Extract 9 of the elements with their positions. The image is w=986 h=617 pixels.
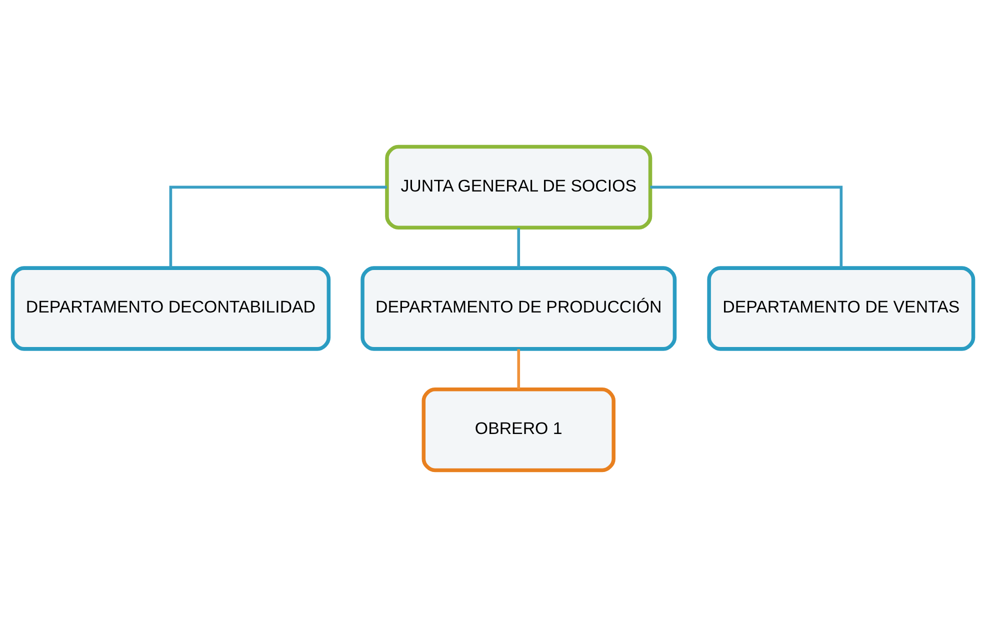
node-box: JUNTA GENERAL DE SOCIOS xyxy=(385,144,652,230)
node-box: DEPARTAMENTO DE VENTAS xyxy=(707,266,976,351)
node-box: DEPARTAMENTO DE PRODUCCIÓN xyxy=(360,266,677,351)
connector xyxy=(169,186,387,268)
node-box: DEPARTAMENTO DECONTABILIDAD xyxy=(10,266,331,351)
connector xyxy=(517,349,520,389)
connector xyxy=(650,186,843,268)
connector xyxy=(517,228,520,268)
node-box: OBRERO 1 xyxy=(422,388,616,472)
